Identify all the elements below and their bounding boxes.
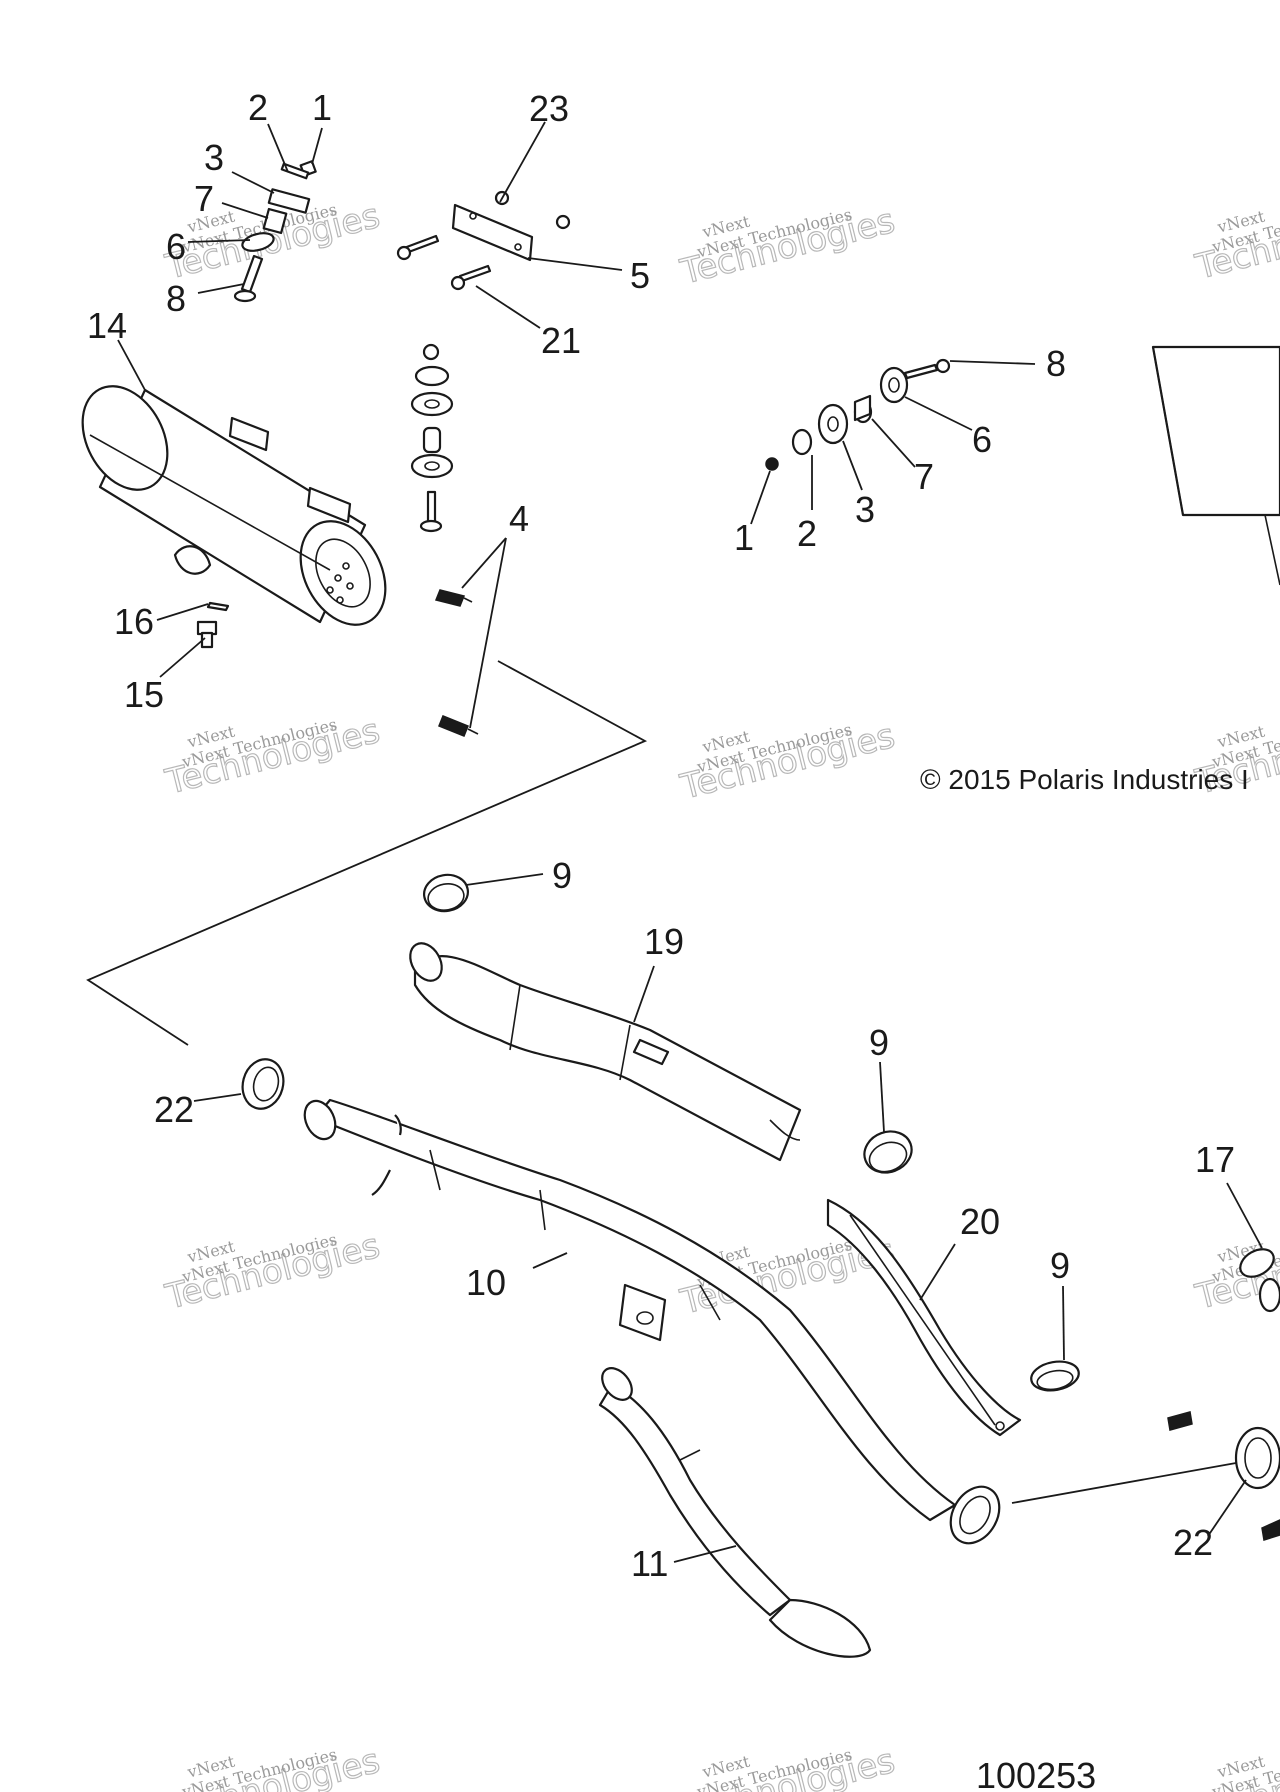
callout-6-right: 6 xyxy=(972,419,992,460)
callout-2: 2 xyxy=(248,87,268,128)
head-pipe-10 xyxy=(303,1098,1001,1545)
callout-22-left: 22 xyxy=(154,1089,194,1130)
small-parts-15-16 xyxy=(196,601,230,649)
right-edge-parts xyxy=(1151,345,1280,1541)
callout-5: 5 xyxy=(630,255,650,296)
watermark: Technologies vNext vNext Technologies xyxy=(161,1740,385,1792)
callout-9-right: 9 xyxy=(1050,1245,1070,1286)
mount-stack xyxy=(410,343,454,533)
bracket-5 xyxy=(396,190,571,291)
callout-3: 3 xyxy=(204,137,224,178)
watermark: Technologies vNext vNext Technologies xyxy=(676,1740,900,1792)
watermark: Technologies vNext vNext Technologies xyxy=(161,710,385,803)
callout-9-top: 9 xyxy=(552,855,572,896)
watermark: Technologies vNext vNext Technologies xyxy=(1191,195,1280,288)
callout-19: 19 xyxy=(644,921,684,962)
watermark: Technologies vNext vNext Technologies xyxy=(1191,1740,1280,1792)
callout-1-right: 1 xyxy=(734,517,754,558)
callout-8-right: 8 xyxy=(1046,343,1066,384)
springs-4 xyxy=(434,589,479,737)
callout-23: 23 xyxy=(529,88,569,129)
clamp-9-top xyxy=(423,873,469,913)
callout-3-right: 3 xyxy=(855,489,875,530)
callout-9-mid: 9 xyxy=(869,1022,889,1063)
clamp-9-right xyxy=(1030,1360,1080,1392)
leader-lines xyxy=(117,121,1263,1563)
pipe-19 xyxy=(409,942,802,1162)
callout-7: 7 xyxy=(194,178,214,219)
reference-lines xyxy=(86,346,1237,1504)
callout-16: 16 xyxy=(114,601,154,642)
callout-20: 20 xyxy=(960,1201,1000,1242)
clamp-9-mid xyxy=(863,1130,913,1174)
watermark: Technologies vNext vNext Technologies xyxy=(161,1225,385,1318)
callout-17: 17 xyxy=(1195,1139,1235,1180)
callout-22-right: 22 xyxy=(1173,1522,1213,1563)
callout-21: 21 xyxy=(541,320,581,361)
copyright-notice: © 2015 Polaris Industries I xyxy=(920,764,1249,795)
muffler-14 xyxy=(81,385,387,626)
pipe-11 xyxy=(598,1367,872,1658)
watermark: Technologies vNext vNext Technologies xyxy=(676,200,900,293)
callout-2-right: 2 xyxy=(797,513,817,554)
callout-14: 14 xyxy=(87,305,127,346)
heat-shield-20 xyxy=(826,1198,1022,1437)
callout-4: 4 xyxy=(509,498,529,539)
callout-1: 1 xyxy=(312,87,332,128)
callout-11: 11 xyxy=(631,1543,668,1584)
right-hardware xyxy=(765,358,951,471)
callout-15: 15 xyxy=(124,674,164,715)
gasket-22-left xyxy=(241,1058,285,1110)
callout-7-right: 7 xyxy=(914,456,934,497)
callout-8: 8 xyxy=(166,278,186,319)
callout-labels: 1 2 3 7 6 8 23 5 21 14 16 15 4 8 6 7 3 2… xyxy=(87,87,1235,1584)
callout-10: 10 xyxy=(466,1262,506,1303)
callout-6: 6 xyxy=(166,226,186,267)
watermark: Technologies vNext vNext Technologies xyxy=(676,715,900,808)
figure-number: 100253 xyxy=(976,1755,1096,1792)
top-left-hardware xyxy=(233,160,317,303)
